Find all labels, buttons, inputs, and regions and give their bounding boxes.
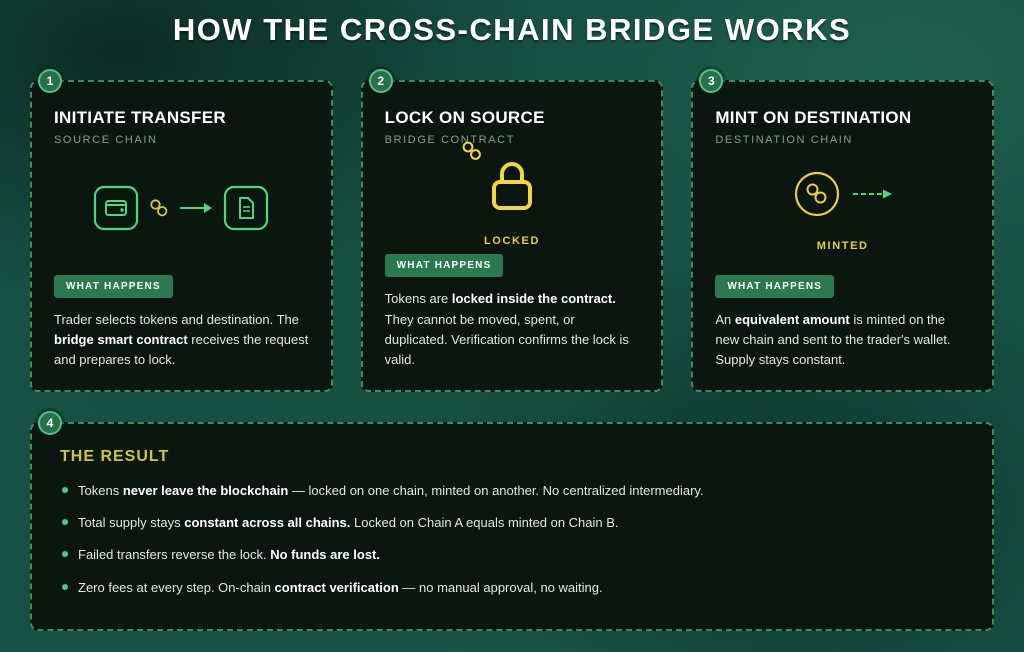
mint-status-caption: MINTED	[816, 239, 869, 252]
step-card-lock-on-source: 2 LOCK ON SOURCE BRIDGE CONTRACT LO	[360, 69, 664, 392]
step-subtitle: DESTINATION CHAIN	[715, 134, 853, 146]
step-description: An equivalent amount is minted on the ne…	[715, 311, 951, 367]
step-title: LOCK ON SOURCE	[384, 108, 545, 127]
what-happens-badge: WHAT HAPPENS	[384, 254, 504, 278]
result-title: THE RESULT	[60, 448, 170, 465]
coins-icon	[461, 140, 483, 167]
minted-coin-circle-icon	[792, 169, 842, 224]
steps-row: 1 INITIATE TRANSFER SOURCE CHAIN	[30, 69, 995, 392]
step-illustration: MINTED	[715, 146, 970, 275]
step-description: Tokens are locked inside the contract. T…	[384, 291, 629, 367]
step-description: Trader selects tokens and destination. T…	[54, 311, 309, 367]
step-subtitle: SOURCE CHAIN	[54, 134, 158, 146]
lock-icon	[481, 161, 543, 218]
step-number-badge: 4	[38, 411, 62, 435]
result-bullet: Failed transfers reverse the lock. No fu…	[60, 546, 964, 564]
step-card-initiate-transfer: 1 INITIATE TRANSFER SOURCE CHAIN	[30, 69, 333, 392]
lock-status-caption: LOCKED	[483, 234, 541, 247]
step-number-badge: 1	[38, 69, 62, 93]
step-number-badge: 3	[699, 69, 724, 93]
mint-arrow-icon	[852, 187, 894, 205]
step-title: MINT ON DESTINATION	[715, 108, 912, 127]
result-bullet: Zero fees at every step. On-chain contra…	[60, 579, 964, 597]
what-happens-badge: WHAT HAPPENS	[715, 274, 835, 298]
result-list: Tokens never leave the blockchain — lock…	[60, 482, 964, 597]
result-panel: 4 THE RESULT Tokens never leave the bloc…	[30, 411, 994, 631]
step-illustration	[54, 146, 309, 275]
contract-document-icon	[223, 185, 269, 236]
step-title: INITIATE TRANSFER	[54, 108, 226, 127]
step-number-badge: 2	[368, 69, 393, 93]
what-happens-badge: WHAT HAPPENS	[54, 274, 173, 298]
page-title: HOW THE CROSS-CHAIN BRIDGE WORKS	[172, 12, 852, 47]
result-bullet: Total supply stays constant across all c…	[60, 514, 964, 532]
transfer-arrow-icon	[179, 201, 213, 220]
coins-icon	[149, 198, 169, 223]
step-illustration: LOCKED	[385, 141, 640, 254]
wallet-icon	[93, 185, 139, 236]
step-subtitle: BRIDGE CONTRACT	[384, 134, 516, 146]
step-card-mint-on-destination: 3 MINT ON DESTINATION DESTINATION CHAIN	[691, 69, 995, 392]
result-bullet: Tokens never leave the blockchain — lock…	[60, 482, 964, 500]
